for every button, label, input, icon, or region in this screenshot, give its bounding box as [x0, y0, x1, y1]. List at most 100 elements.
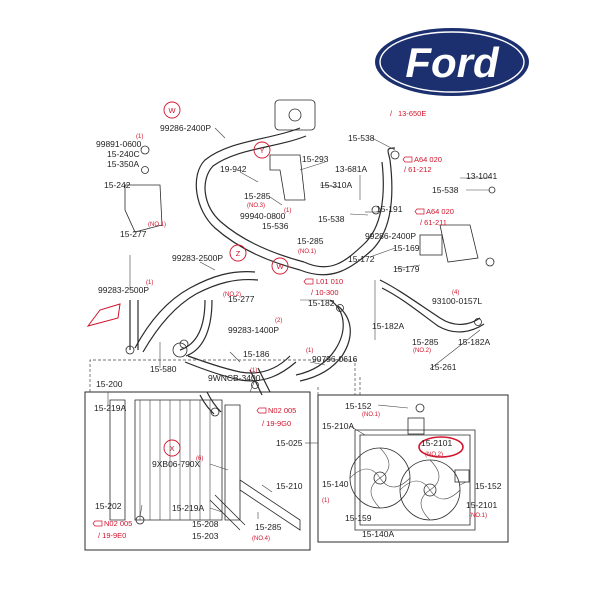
part-label: 99891-0600 — [96, 139, 142, 149]
part-label: 15-152 — [475, 481, 502, 491]
note-label: (1) — [322, 498, 329, 504]
part-label: 99940-0800 — [240, 211, 286, 221]
part-label: 15-152 — [345, 401, 372, 411]
part-label: 9WNCB-3400 — [208, 373, 261, 383]
note-label: (NO.1) — [362, 412, 380, 418]
part-label: 15-208 — [192, 519, 219, 529]
part-label: 15-261 — [430, 362, 457, 372]
part-label: 15-2101 — [421, 438, 452, 448]
part-label: 15-285 — [412, 337, 439, 347]
part-label: 15-293 — [302, 154, 329, 164]
note-label: (NO.2) — [425, 452, 443, 458]
part-label: 15-538 — [432, 185, 459, 195]
leader-lines — [107, 127, 490, 519]
part-label: 15-140A — [362, 529, 394, 539]
part-label: 93100-0157L — [432, 296, 482, 306]
circle-markers: W Y Z W X — [163, 101, 289, 457]
part-label: 15-179 — [393, 264, 420, 274]
part-label: 99283-1400P — [228, 325, 279, 335]
part-label: 15-285 — [244, 191, 271, 201]
part-label: 15-182A — [458, 337, 490, 347]
marker-y: Y — [259, 146, 264, 155]
part-label: 15-182A — [372, 321, 404, 331]
part-label: 99283-2500P — [98, 285, 149, 295]
ford-logo: Ford — [373, 26, 531, 98]
part-label: 15-285 — [297, 236, 324, 246]
ref-label: / 61-211 — [420, 218, 447, 227]
part-label: 15-285 — [255, 522, 282, 532]
note-label: (NO.4) — [252, 536, 270, 542]
marker-z: Z — [236, 249, 241, 258]
part-label: 15-210 — [276, 481, 303, 491]
note-label: (1) — [136, 134, 143, 140]
part-label: 15-219A — [94, 403, 126, 413]
part-label: 15-186 — [243, 349, 270, 359]
part-label: 15-240C — [107, 149, 140, 159]
part-label: 99286-2400P — [160, 123, 211, 133]
ref-label: 13-650E — [398, 109, 426, 118]
part-label: 15-140 — [322, 479, 349, 489]
part-label: 15-242 — [104, 180, 131, 190]
part-label: 15-310A — [320, 180, 352, 190]
part-label: 15-536 — [262, 221, 289, 231]
part-label: 19-942 — [220, 164, 247, 174]
dashed-guides — [89, 359, 361, 395]
part-label: 13-681A — [335, 164, 367, 174]
note-label: (NO.2) — [223, 292, 241, 298]
note-label: (NO.2) — [413, 348, 431, 354]
ford-logo-text: Ford — [405, 39, 500, 86]
part-label: 15-2101 — [466, 500, 497, 510]
note-label: (1) — [146, 280, 153, 286]
ref-label: A64 020 — [414, 155, 442, 164]
part-label: 15-538 — [348, 133, 375, 143]
fan-assembly — [317, 394, 509, 543]
note-label: (4) — [452, 290, 459, 296]
part-label: 15-172 — [348, 254, 375, 264]
reference-labels: 13-650E / A64 020 / 61-212 A64 020 / 61-… — [92, 109, 454, 540]
part-label: 15-182 — [308, 298, 335, 308]
part-label: 15-277 — [120, 229, 147, 239]
part-label: 90796-0616 — [312, 354, 358, 364]
note-label: (NO.1) — [298, 249, 316, 255]
part-label: 15-025 — [276, 438, 303, 448]
ref-label: / 19-9E0 — [98, 531, 126, 540]
note-label: (1) — [250, 368, 257, 374]
part-label: 15-277 — [228, 294, 255, 304]
part-label: 15-580 — [150, 364, 177, 374]
part-label: 15-159 — [345, 513, 372, 523]
part-label: 15-200 — [96, 379, 123, 389]
marker-w: W — [168, 106, 176, 115]
ref-label: / 10-300 — [311, 288, 339, 297]
note-label: (6) — [196, 456, 203, 462]
ref-label: L01 010 — [316, 277, 343, 286]
note-labels: (1) (1) (NO.3) (NO.1) (NO.1) (1) (NO.2) … — [136, 134, 487, 542]
part-label: 15-169 — [393, 243, 420, 253]
ref-label: N02 005 — [268, 406, 296, 415]
ref-label: / — [390, 109, 393, 118]
note-label: (NO.3) — [247, 203, 265, 209]
ref-label: N02 005 — [104, 519, 132, 528]
marker-w2: W — [276, 262, 284, 271]
part-label: 15-538 — [318, 214, 345, 224]
part-label: 15-210A — [322, 421, 354, 431]
part-label: 99283-2500P — [172, 253, 223, 263]
ref-label: A64 020 — [426, 207, 454, 216]
part-label: 15-350A — [107, 159, 139, 169]
note-label: (NO.1) — [148, 222, 166, 228]
part-label: 15-203 — [192, 531, 219, 541]
part-label: 9XB06-790X — [152, 459, 201, 469]
note-label: (1) — [284, 208, 291, 214]
ref-label: / 19-9G0 — [262, 419, 291, 428]
part-label: 99286-2400P — [365, 231, 416, 241]
ref-label: / 61-212 — [404, 165, 432, 174]
radiator-assembly — [84, 391, 311, 551]
marker-x: X — [169, 444, 174, 453]
part-labels: 99286-2400P 15-538 99891-0600 15-240C 15… — [94, 123, 502, 541]
part-label: 15-202 — [95, 501, 122, 511]
note-label: (NO.1) — [469, 513, 487, 519]
part-label: 15-191 — [376, 204, 403, 214]
hose-lines — [129, 127, 485, 415]
components — [86, 99, 496, 417]
part-label: 15-219A — [172, 503, 204, 513]
